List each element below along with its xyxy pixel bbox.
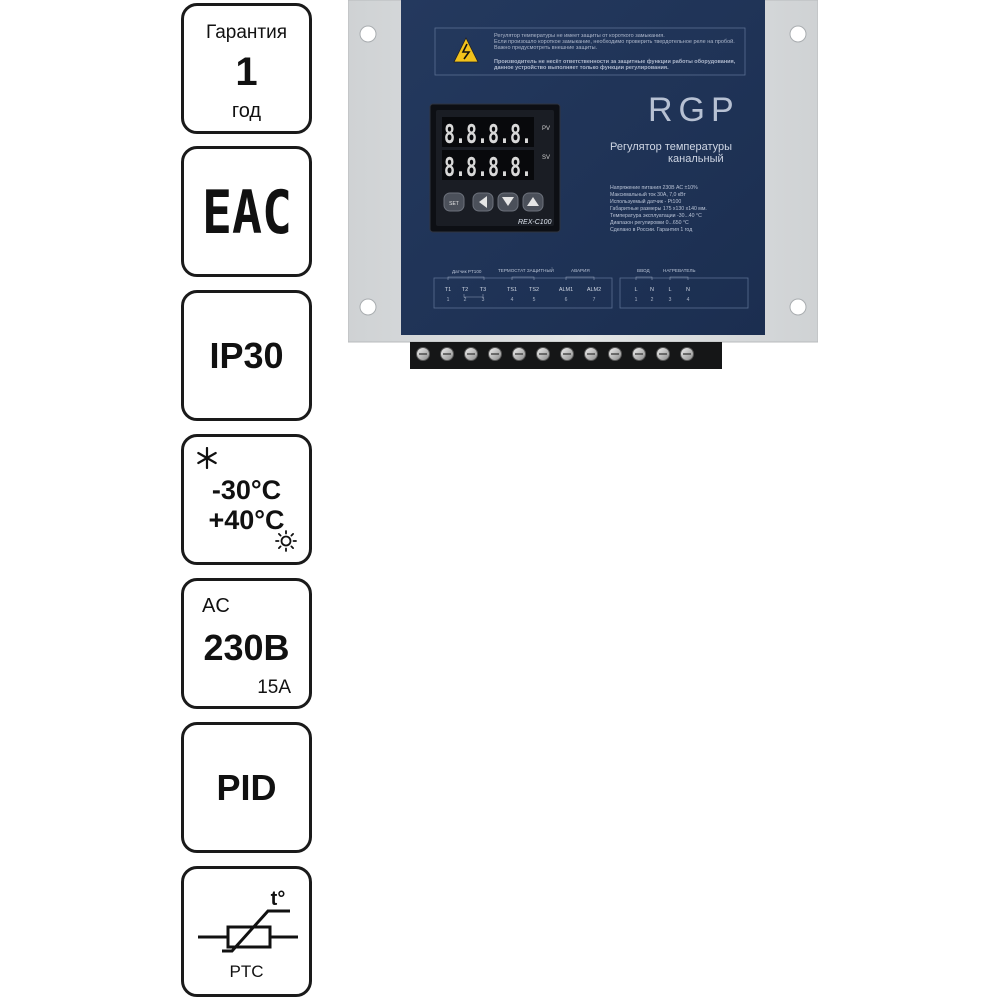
terminal-number: 4 — [511, 297, 514, 303]
warranty-number: 1 — [235, 50, 258, 94]
temperature-max: +40°C — [208, 505, 285, 535]
eac-logo-icon: EAC — [202, 181, 292, 243]
group-input-label: ВВОД — [637, 268, 650, 273]
set-button[interactable] — [443, 192, 465, 212]
warranty-unit: год — [231, 100, 262, 122]
mounting-hole — [359, 298, 377, 316]
terminal-number: 2 — [464, 297, 467, 303]
pv-label: PV — [542, 126, 550, 132]
mounting-hole — [789, 25, 807, 43]
power-type: AC — [202, 595, 230, 617]
power-voltage: 230В — [203, 627, 290, 668]
pv-display: 8.8.8.8. — [444, 120, 532, 150]
high-voltage-warning-icon — [453, 37, 479, 63]
controller-model: REX-C100 — [518, 219, 552, 226]
temperature-badge: -30°C +40°C — [181, 434, 312, 565]
ip-rating-text: IP30 — [209, 334, 284, 376]
terminal-number: 7 — [593, 297, 596, 303]
terminal-label: T3 — [480, 287, 486, 293]
spec-line: Используемый датчик - Pt100 — [610, 198, 681, 205]
terminal-legend-left — [433, 277, 613, 309]
controller-unit: 8.8.8.8. PV 8.8.8.8. SV SET REX-C100 — [429, 103, 561, 233]
terminal-number: 1 — [447, 297, 450, 303]
thermistor-icon: t° — [198, 888, 298, 953]
group-sensor-label: Датчик PT100 — [452, 269, 482, 274]
spec-line: Напряжение питания 230В АС ±10% — [610, 185, 698, 191]
terminal-number: 3 — [669, 297, 672, 303]
warning-line-2: Если произошло короткое замыкание, необх… — [494, 38, 735, 45]
brand-logo: RGP — [648, 91, 740, 129]
control-mode-text: PID — [216, 766, 277, 808]
warranty-badge: Гарантия 1 год — [181, 3, 312, 134]
shift-icon — [479, 196, 487, 208]
terminal-number: 6 — [565, 297, 568, 303]
spec-line: Диапазон регулировки 0...650 °С — [610, 220, 689, 226]
spec-line: Габаритные размеры 175 х130 х140 мм. — [610, 206, 707, 212]
warning-line-5: данное устройство выполняет только функц… — [494, 64, 669, 71]
temperature-regulator-device: Регулятор температуры не имеет защиты от… — [348, 0, 818, 369]
ip-rating-badge: IP30 — [181, 290, 312, 421]
warning-line-3: Важно предусмотреть внешние защиты. — [494, 45, 598, 51]
control-mode-badge: PID — [181, 722, 312, 853]
set-button-label: SET — [449, 201, 459, 207]
warranty-title: Гарантия — [205, 22, 288, 43]
terminal-label: ALM1 — [559, 287, 573, 293]
terminal-number: 5 — [533, 297, 536, 303]
terminal-label: TS1 — [507, 287, 517, 293]
sensor-badge: t° PTC — [181, 866, 312, 997]
terminal-label: L — [668, 287, 671, 293]
power-current: 15А — [257, 677, 291, 698]
spec-line: Сделано в России. Гарантия 1 год — [610, 227, 692, 233]
terminal-label: N — [686, 287, 690, 293]
group-alarm-label: АВАРИЯ — [571, 268, 590, 273]
arrow-up-icon — [527, 197, 539, 206]
terminal-label: L — [634, 287, 637, 293]
sensor-type: PTC — [229, 962, 264, 981]
sun-icon — [275, 530, 297, 552]
terminal-legend-right — [619, 277, 749, 309]
sv-display: 8.8.8.8. — [444, 153, 532, 183]
sensor-symbol: t° — [271, 888, 286, 910]
group-thermostat-label: ТЕРМОСТАТ ЗАЩИТНЫЙ — [498, 266, 554, 273]
eac-mark-text: EAC — [202, 181, 292, 243]
power-badge: AC 230В 15А — [181, 578, 312, 709]
arrow-down-icon — [502, 197, 514, 206]
spec-line: Максимальный ток 30А, 7,0 кВт — [610, 191, 686, 198]
eac-badge: EAC — [181, 146, 312, 277]
warning-box — [434, 27, 746, 76]
mounting-hole — [789, 298, 807, 316]
terminal-label: TS2 — [529, 287, 539, 293]
terminal-number: 1 — [635, 297, 638, 303]
terminal-number: 2 — [651, 297, 654, 303]
temperature-min: -30°C — [211, 475, 282, 505]
product-title-line-1: Регулятор температуры — [610, 141, 732, 153]
terminal-number: 3 — [482, 297, 485, 303]
sv-label: SV — [542, 155, 550, 161]
snowflake-icon — [197, 447, 217, 469]
product-title-line-2: канальный — [668, 153, 724, 165]
mounting-hole — [359, 25, 377, 43]
terminal-label: N — [650, 287, 654, 293]
terminal-label: ALM2 — [587, 287, 601, 293]
terminal-number: 4 — [687, 297, 690, 303]
group-heater-label: НАГРЕВАТЕЛЬ — [663, 268, 696, 273]
terminal-label: T1 — [445, 287, 451, 293]
warning-line-1: Регулятор температуры не имеет защиты от… — [494, 33, 665, 39]
terminal-label: T2 — [462, 287, 468, 293]
warning-line-4: Производитель не несёт ответственности з… — [494, 58, 736, 65]
spec-line: Температура эксплуатации -30...40 °С — [610, 213, 702, 219]
